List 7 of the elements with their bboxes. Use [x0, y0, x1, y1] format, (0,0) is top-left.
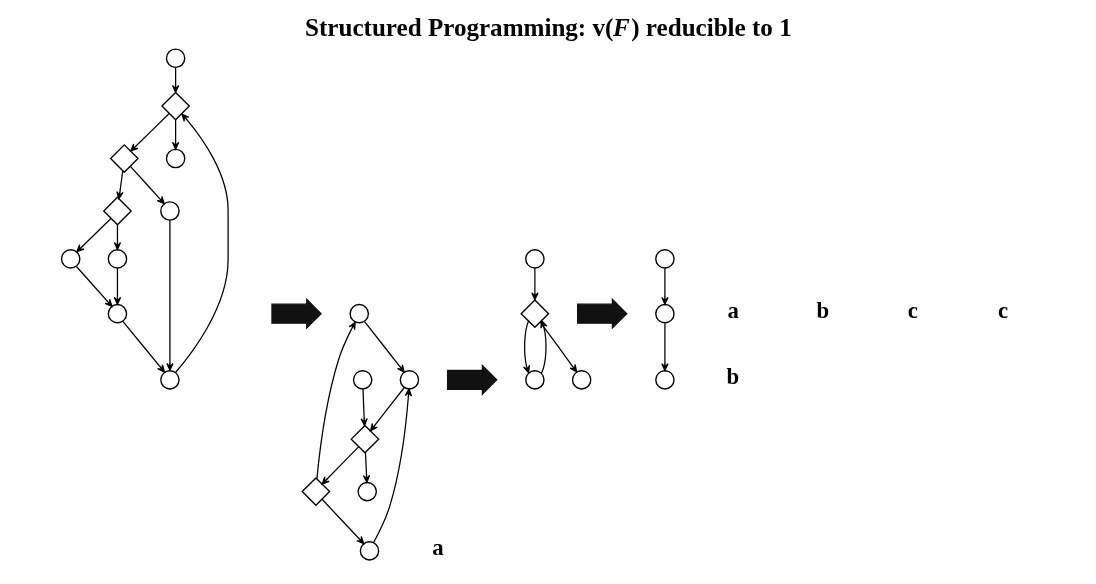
label: a — [432, 535, 444, 561]
label: c — [997, 298, 1009, 324]
diagram-title: Structured Programming: v(F) reducible to 1 — [305, 14, 792, 42]
label: c — [907, 298, 918, 324]
label: a — [727, 298, 740, 324]
label: b — [726, 364, 740, 390]
label: b — [816, 298, 830, 324]
